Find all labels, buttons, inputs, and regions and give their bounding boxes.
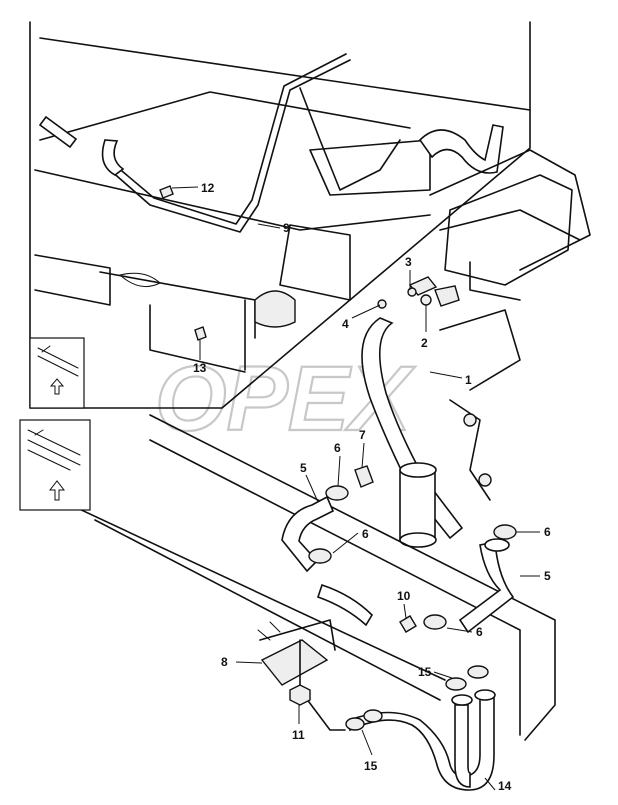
orientation-thumbnail-top [29, 337, 85, 409]
nut-11 [289, 684, 311, 706]
reservoir-hose-1 [361, 317, 464, 548]
callout-8: 8 [221, 655, 228, 669]
return-hose-14 [349, 689, 496, 791]
callout-1: 1 [465, 373, 472, 387]
small-fasteners [159, 185, 432, 341]
callout-6c: 6 [544, 525, 551, 539]
callout-11: 11 [292, 728, 305, 742]
callout-leaders [171, 186, 540, 791]
clip-7 [354, 465, 374, 488]
callout-6a: 6 [334, 441, 341, 455]
bolt-10 [399, 615, 417, 633]
heater-valve-8 [257, 583, 374, 731]
callout-15a: 15 [418, 665, 432, 679]
callout-15b: 15 [364, 759, 378, 773]
hydraulic-pipe-9 [38, 53, 401, 233]
callout-6d: 6 [476, 625, 483, 639]
cab-frame-detail [34, 37, 531, 373]
callout-3: 3 [405, 255, 412, 269]
orientation-thumbnail-bottom [19, 419, 91, 511]
callout-6b: 6 [362, 527, 369, 541]
callout-7: 7 [359, 428, 366, 442]
upper-hose-assembly [418, 124, 591, 271]
detail-inset-frame [29, 21, 531, 409]
lower-hose-5a [281, 495, 335, 573]
coolant-reservoir [408, 174, 573, 307]
callout-13: 13 [193, 361, 207, 375]
callout-9: 9 [283, 221, 290, 235]
clamps-15 [345, 665, 489, 731]
callout-10: 10 [397, 589, 411, 603]
hose-clamps-6 [308, 485, 517, 630]
callout-12: 12 [201, 181, 215, 195]
callout-5a: 5 [300, 461, 307, 475]
lower-hose-5b [458, 538, 515, 634]
callout-4: 4 [342, 317, 349, 331]
bracket-cluster [439, 309, 521, 501]
callout-2: 2 [421, 336, 428, 350]
callout-5b: 5 [544, 569, 551, 583]
callout-14: 14 [498, 779, 512, 793]
callout-labels: 1 2 3 4 5 5 6 6 6 6 7 8 9 10 11 12 13 14… [193, 181, 551, 793]
reservoir-bracket [254, 290, 296, 328]
